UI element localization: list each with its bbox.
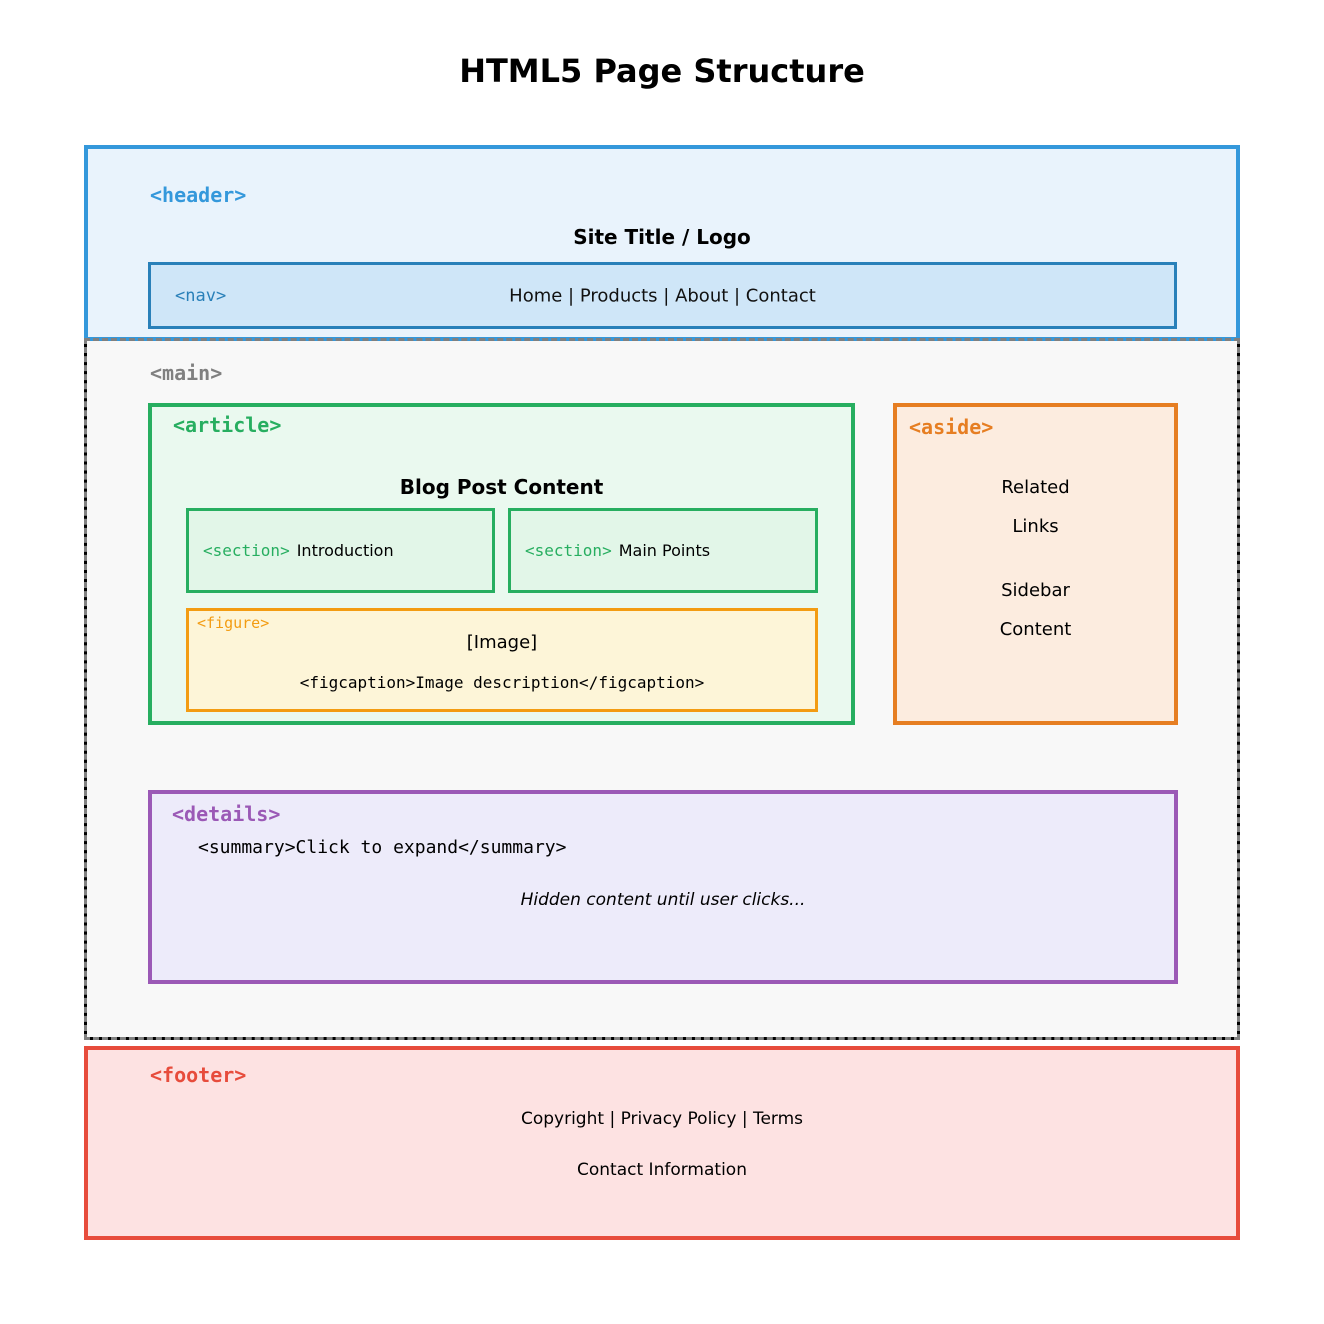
page-title: HTML5 Page Structure [459, 52, 865, 90]
section-tag-label: <section> [525, 541, 612, 560]
image-placeholder: [Image] [466, 632, 538, 653]
figure-tag-label: <figure> [197, 614, 270, 632]
aside-box: <aside> Related Links Sidebar Content [893, 403, 1178, 725]
main-box: <main> <article> Blog Post Content <sect… [84, 338, 1240, 1040]
header-tag-label: <header> [150, 183, 247, 207]
section-label: Main Points [618, 541, 711, 560]
details-box: <details> <summary>Click to expand</summ… [148, 790, 1178, 984]
section-box-main-points: <section> Main Points [508, 508, 818, 593]
summary-text: <summary>Click to expand</summary> [198, 837, 567, 858]
main-tag-label: <main> [150, 361, 223, 385]
section-label: Introduction [296, 541, 394, 560]
header-box: <header> Site Title / Logo <nav> Home | … [84, 145, 1240, 341]
footer-box: <footer> Copyright | Privacy Policy | Te… [84, 1046, 1240, 1240]
aside-related-links: Related Links [1001, 477, 1070, 537]
nav-links: Home | Products | About | Contact [509, 285, 816, 306]
footer-contact: Contact Information [577, 1160, 747, 1180]
aside-text: Related Links Sidebar Content [986, 468, 1086, 649]
footer-links: Copyright | Privacy Policy | Terms [520, 1109, 804, 1129]
details-tag-label: <details> [172, 802, 281, 826]
figcaption-text: <figcaption>Image description</figcaptio… [299, 673, 705, 692]
section-tag-label: <section> [203, 541, 290, 560]
nav-tag-label: <nav> [175, 285, 227, 306]
aside-sidebar-content: Sidebar Content [999, 580, 1072, 640]
site-title-logo: Site Title / Logo [573, 225, 751, 249]
article-heading: Blog Post Content [399, 475, 604, 499]
aside-tag-label: <aside> [909, 415, 994, 439]
article-tag-label: <article> [173, 413, 282, 437]
details-hidden-text: Hidden content until user clicks... [520, 890, 806, 910]
figure-box: <figure> [Image] <figcaption>Image descr… [186, 608, 818, 712]
nav-box: <nav> Home | Products | About | Contact [148, 262, 1177, 329]
footer-tag-label: <footer> [150, 1063, 247, 1087]
section-box-introduction: <section> Introduction [186, 508, 495, 593]
article-box: <article> Blog Post Content <section> In… [148, 403, 855, 725]
